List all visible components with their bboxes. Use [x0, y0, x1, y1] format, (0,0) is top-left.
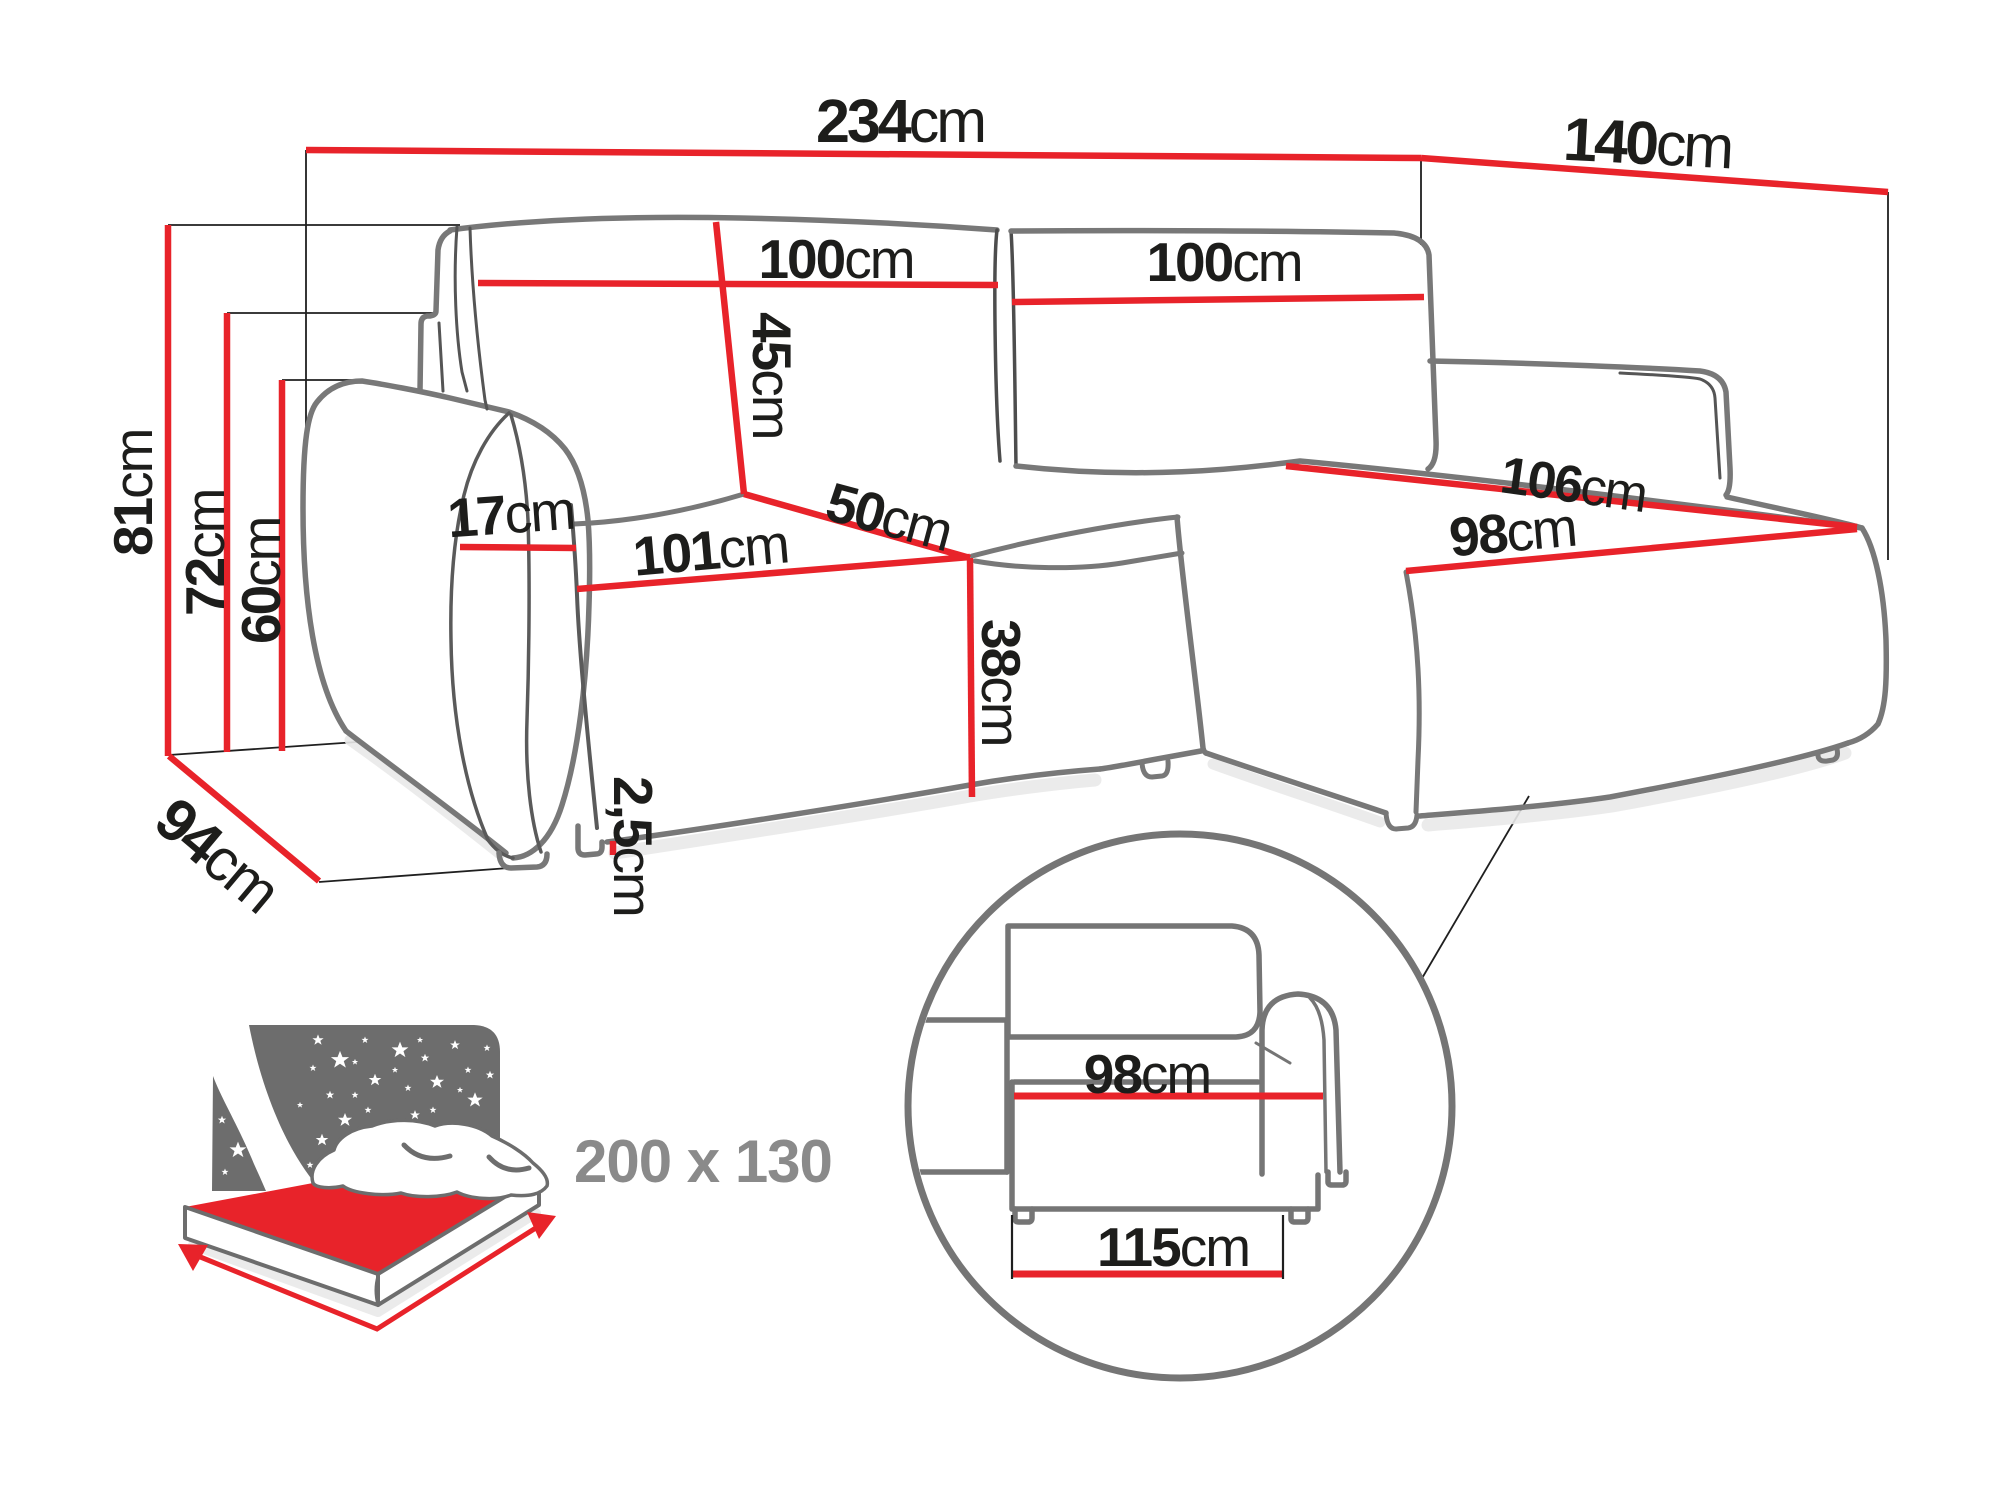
svg-text:101cm: 101cm — [630, 512, 790, 587]
svg-text:100cm: 100cm — [758, 228, 913, 290]
svg-text:115cm: 115cm — [1097, 1216, 1249, 1278]
svg-text:100cm: 100cm — [1146, 231, 1301, 293]
svg-text:98cm: 98cm — [1084, 1043, 1211, 1105]
svg-text:140cm: 140cm — [1562, 105, 1733, 182]
svg-text:106cm: 106cm — [1497, 446, 1650, 524]
svg-text:38cm: 38cm — [970, 619, 1032, 746]
svg-text:72cm: 72cm — [174, 489, 236, 616]
svg-text:98cm: 98cm — [1447, 496, 1578, 569]
svg-text:60cm: 60cm — [230, 517, 292, 644]
svg-text:17cm: 17cm — [445, 479, 576, 550]
svg-text:81cm: 81cm — [102, 429, 164, 556]
svg-text:2,5cm: 2,5cm — [602, 776, 664, 916]
svg-text:200 x 130: 200 x 130 — [574, 1128, 832, 1195]
svg-text:234cm: 234cm — [816, 87, 984, 155]
svg-text:45cm: 45cm — [741, 312, 803, 439]
